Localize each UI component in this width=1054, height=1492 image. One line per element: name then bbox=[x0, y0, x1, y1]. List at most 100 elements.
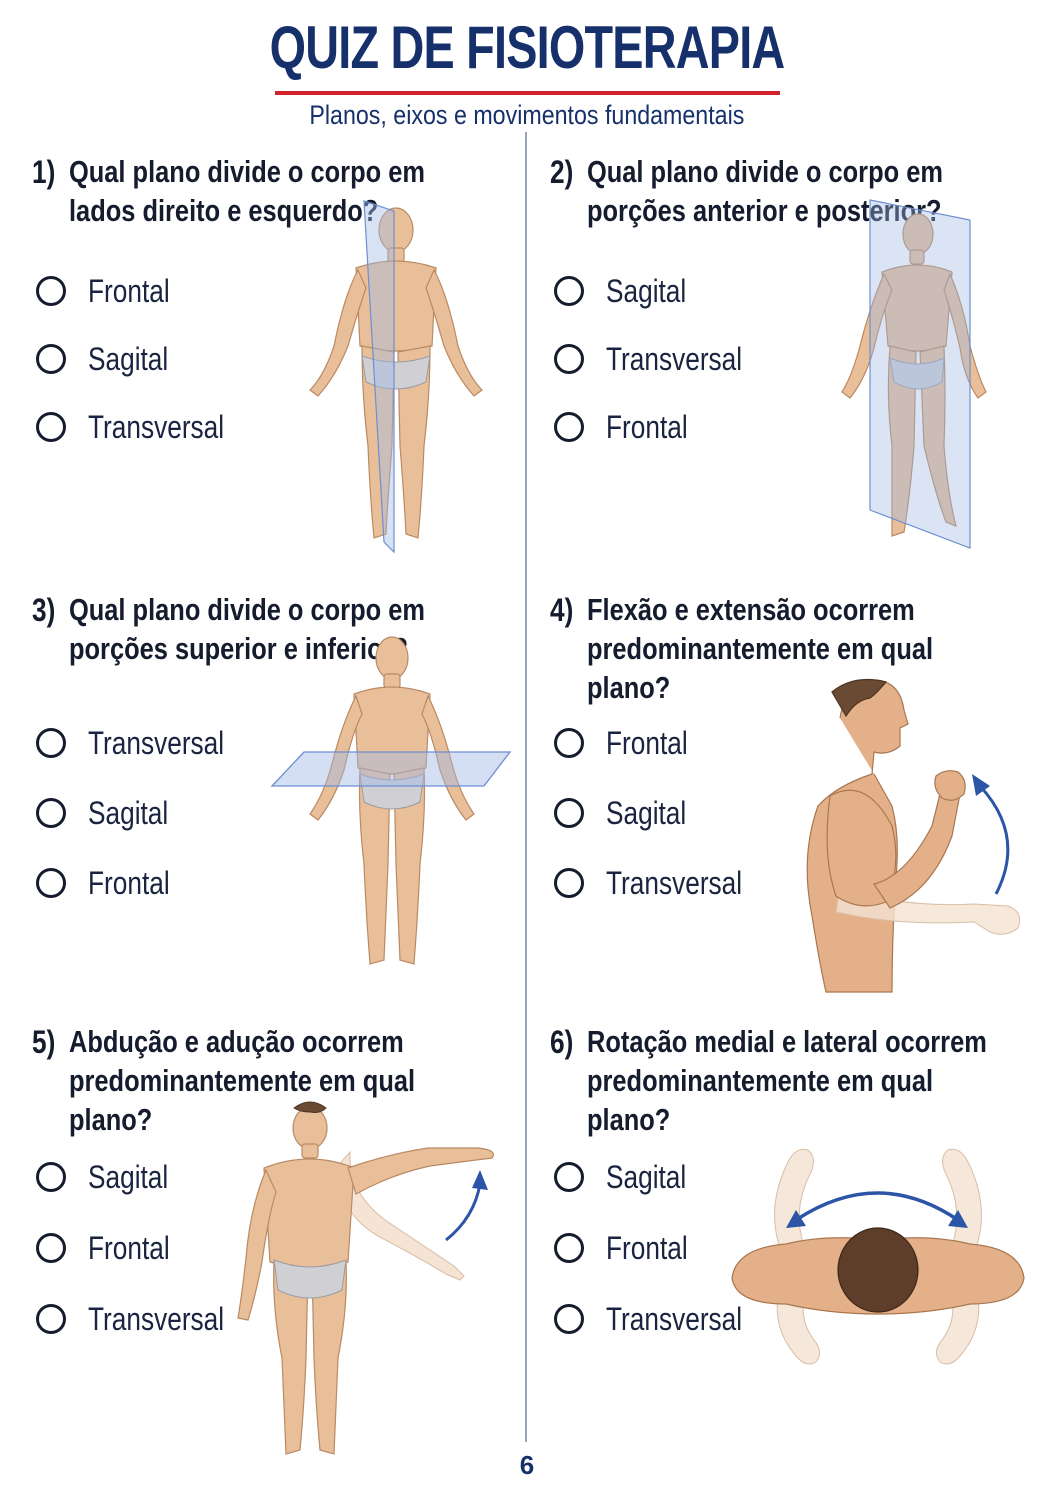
question-text: Abdução e adução ocorrem predominantemen… bbox=[69, 1024, 416, 1137]
option-frontal[interactable]: Frontal bbox=[36, 272, 254, 340]
figure-shoulder-abduction bbox=[228, 1098, 504, 1464]
answer-options: Frontal Sagital Transversal bbox=[554, 724, 772, 934]
flexion-arrow bbox=[978, 784, 1010, 895]
body-figure bbox=[841, 213, 987, 537]
option-sagital[interactable]: Sagital bbox=[554, 272, 772, 340]
option-transversal[interactable]: Transversal bbox=[554, 864, 772, 934]
question-number: 2) bbox=[550, 154, 574, 190]
option-transversal[interactable]: Transversal bbox=[36, 408, 254, 476]
question-text: Rotação medial e lateral ocorrem predomi… bbox=[587, 1024, 987, 1137]
radio-button[interactable] bbox=[36, 412, 66, 442]
answer-options: Frontal Sagital Transversal bbox=[36, 272, 254, 476]
radio-button[interactable] bbox=[36, 344, 66, 374]
arrow-head-left bbox=[786, 1210, 806, 1228]
option-label: Transversal bbox=[606, 1301, 743, 1337]
question-5: 5) Abdução e adução ocorrem predominante… bbox=[32, 1022, 532, 1452]
option-label: Frontal bbox=[88, 273, 170, 309]
arrow-head bbox=[972, 774, 990, 796]
ghost-arms bbox=[774, 1148, 982, 1365]
option-frontal[interactable]: Frontal bbox=[36, 1229, 254, 1300]
option-sagital[interactable]: Sagital bbox=[36, 340, 254, 408]
option-sagital[interactable]: Sagital bbox=[554, 794, 772, 864]
transverse-plane bbox=[270, 751, 512, 787]
option-transversal[interactable]: Transversal bbox=[36, 1300, 254, 1371]
question-number: 4) bbox=[550, 592, 574, 628]
radio-button[interactable] bbox=[36, 868, 66, 898]
option-label: Transversal bbox=[88, 725, 225, 761]
question-number: 5) bbox=[32, 1024, 56, 1060]
option-label: Transversal bbox=[606, 341, 743, 377]
radio-button[interactable] bbox=[554, 1304, 584, 1334]
option-label: Sagital bbox=[88, 795, 169, 831]
option-label: Sagital bbox=[606, 273, 687, 309]
question-4: 4) Flexão e extensão ocorrem predominant… bbox=[550, 590, 1050, 1020]
page-subtitle: Planos, eixos e movimentos fundamentais bbox=[0, 98, 1054, 132]
option-label: Frontal bbox=[606, 1230, 688, 1266]
option-frontal[interactable]: Frontal bbox=[554, 1229, 772, 1300]
option-label: Frontal bbox=[88, 1230, 170, 1266]
radio-button[interactable] bbox=[554, 798, 584, 828]
radio-button[interactable] bbox=[554, 344, 584, 374]
arrow-head bbox=[472, 1170, 488, 1190]
rotation-arrow bbox=[795, 1191, 959, 1222]
radio-button[interactable] bbox=[36, 1304, 66, 1334]
radio-button[interactable] bbox=[36, 728, 66, 758]
option-label: Sagital bbox=[88, 1159, 169, 1195]
option-transversal[interactable]: Transversal bbox=[554, 1300, 772, 1371]
radio-button[interactable] bbox=[554, 1162, 584, 1192]
subtitle-text: Planos, eixos e movimentos fundamentais bbox=[309, 100, 745, 130]
option-sagital[interactable]: Sagital bbox=[36, 794, 254, 864]
abduction-arrow bbox=[445, 1183, 482, 1242]
figure-frontal-plane bbox=[836, 196, 996, 556]
radio-button[interactable] bbox=[554, 728, 584, 758]
ghost-arm bbox=[335, 1150, 465, 1281]
option-sagital[interactable]: Sagital bbox=[36, 1158, 254, 1229]
radio-button[interactable] bbox=[36, 798, 66, 828]
title-underline bbox=[275, 91, 780, 95]
radio-button[interactable] bbox=[554, 1233, 584, 1263]
radio-button[interactable] bbox=[36, 1162, 66, 1192]
question-number: 6) bbox=[550, 1024, 574, 1060]
question-6: 6) Rotação medial e lateral ocorrem pred… bbox=[550, 1022, 1050, 1452]
option-label: Frontal bbox=[88, 865, 170, 901]
option-transversal[interactable]: Transversal bbox=[554, 340, 772, 408]
head-top bbox=[837, 1227, 919, 1313]
option-frontal[interactable]: Frontal bbox=[554, 408, 772, 476]
option-sagital[interactable]: Sagital bbox=[554, 1158, 772, 1229]
column-divider bbox=[525, 132, 527, 1442]
answer-options: Sagital Frontal Transversal bbox=[36, 1158, 254, 1371]
option-transversal[interactable]: Transversal bbox=[36, 724, 254, 794]
option-label: Sagital bbox=[606, 1159, 687, 1195]
question-text: Qual plano divide o corpo em lados direi… bbox=[69, 154, 425, 228]
figure-sagittal-plane bbox=[296, 196, 496, 556]
radio-button[interactable] bbox=[554, 868, 584, 898]
body-figure bbox=[237, 1106, 494, 1455]
frontal-plane bbox=[869, 199, 971, 549]
radio-button[interactable] bbox=[36, 276, 66, 306]
figure-transverse-plane bbox=[270, 634, 514, 974]
question-number: 3) bbox=[32, 592, 56, 628]
question-number: 1) bbox=[32, 154, 56, 190]
option-label: Transversal bbox=[88, 409, 225, 445]
question-3: 3) Qual plano divide o corpo em porções … bbox=[32, 590, 532, 1020]
option-frontal[interactable]: Frontal bbox=[36, 864, 254, 934]
option-frontal[interactable]: Frontal bbox=[554, 724, 772, 794]
radio-button[interactable] bbox=[554, 412, 584, 442]
question-text: Qual plano divide o corpo em porções sup… bbox=[69, 592, 425, 666]
option-label: Frontal bbox=[606, 725, 688, 761]
question-1: 1) Qual plano divide o corpo em lados di… bbox=[32, 152, 532, 582]
flexed-arm bbox=[826, 770, 966, 909]
answer-options: Sagital Transversal Frontal bbox=[554, 272, 772, 476]
question-text: Qual plano divide o corpo em porções ant… bbox=[587, 154, 943, 228]
answer-options: Sagital Frontal Transversal bbox=[554, 1158, 772, 1371]
question-text: Flexão e extensão ocorrem predominanteme… bbox=[587, 592, 934, 705]
page-header: QUIZ DE FISIOTERAPIA bbox=[0, 12, 1054, 84]
option-label: Sagital bbox=[88, 341, 169, 377]
option-label: Sagital bbox=[606, 795, 687, 831]
radio-button[interactable] bbox=[554, 276, 584, 306]
ghost-arm bbox=[835, 885, 1021, 935]
answer-options: Transversal Sagital Frontal bbox=[36, 724, 254, 934]
option-label: Transversal bbox=[606, 865, 743, 901]
radio-button[interactable] bbox=[36, 1233, 66, 1263]
